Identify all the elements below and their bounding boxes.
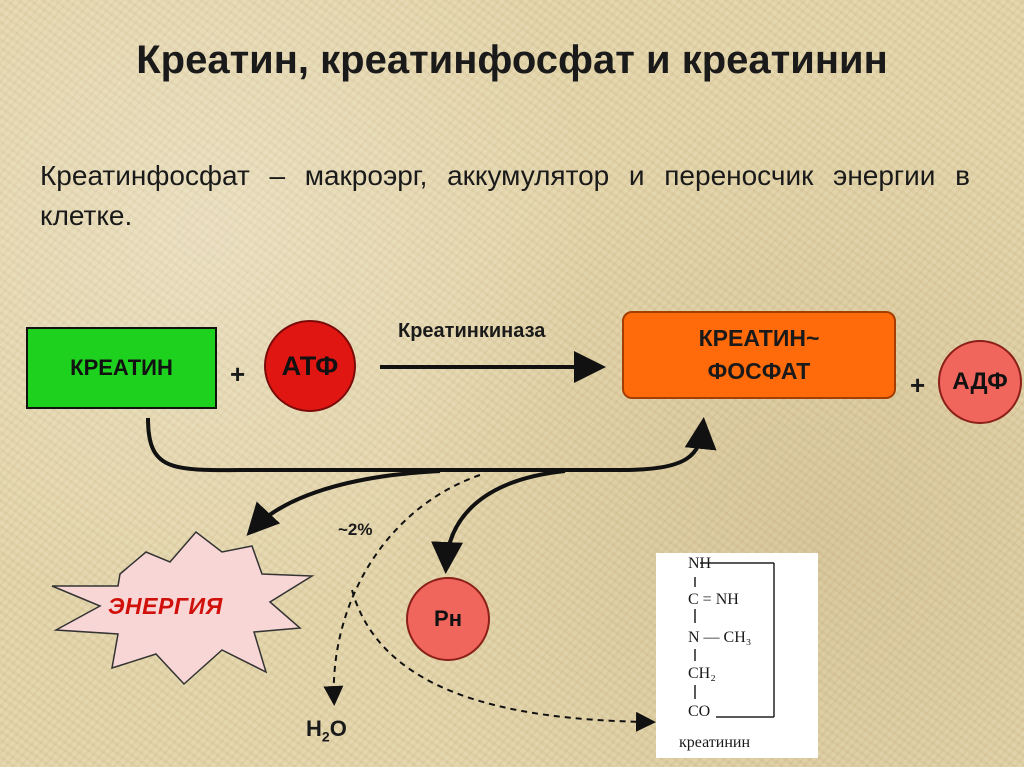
formula-row-ch2: CH₂ [688, 665, 716, 682]
formula-row-co: CO [688, 703, 711, 720]
percent-label: ~2% [338, 520, 373, 539]
formula-bonds [694, 562, 775, 718]
creatinine-arrow [351, 589, 656, 732]
water-o: O [329, 716, 347, 741]
plus-sign: + [230, 359, 246, 389]
subtitle-text: Креатинфосфат – макроэрг, аккумулятор и … [40, 160, 970, 231]
formula-row-c: C = NH [688, 591, 739, 608]
adf-circle: АДФ [938, 340, 1022, 424]
water-h: H [306, 716, 322, 741]
water-label: H2O [306, 716, 347, 744]
water-arrow [323, 474, 481, 706]
enzyme-label: Креатинкиназа [398, 320, 546, 342]
energy-burst [51, 530, 315, 686]
kreatin-box: КРЕАТИН [26, 327, 217, 409]
energy-label: ЭНЕРГИЯ [108, 593, 223, 619]
water-subscript: 2 [321, 728, 330, 745]
pn-circle: Рн [406, 577, 490, 661]
kreatinfosfat-line1: КРЕАТИН~ [698, 325, 820, 351]
energy-arrow [246, 469, 441, 536]
formula-row-n: N — CH₃ [688, 629, 752, 646]
creatine-cycle-curve [146, 417, 717, 473]
atf-circle: АТФ [264, 320, 356, 412]
page-title: Креатин, креатинфосфат и креатинин [136, 38, 888, 82]
kreatinfosfat-line2: ФОСФАТ [707, 358, 811, 384]
pn-arrow [431, 469, 566, 574]
creatinine-formula: NH C = NH N — CH₃ CH₂ CO креатинин [656, 553, 818, 758]
formula-caption: креатинин [679, 734, 750, 751]
kreatinfosfat-box: КРЕАТИН~ ФОСФАТ [622, 311, 896, 399]
formula-row-nh: NH [688, 555, 712, 572]
plus-sign-adf: + [910, 370, 926, 400]
